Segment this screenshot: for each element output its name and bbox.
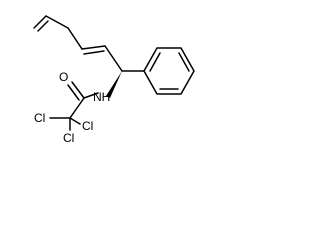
oxygen-label: O bbox=[59, 70, 68, 84]
bond-alkene-double-a bbox=[81, 45, 106, 50]
chlorine-right-label: Cl bbox=[82, 119, 93, 133]
bond-vinyl-double-a bbox=[33, 15, 47, 29]
bond-carbonyl-to-ccl3 bbox=[69, 97, 85, 119]
bond-alkene-double-b bbox=[83, 50, 105, 55]
bond-c-to-cl-right bbox=[69, 117, 81, 125]
bond-carbonyl-double-b bbox=[67, 84, 80, 101]
phenyl-double-2 bbox=[178, 52, 190, 72]
phenyl-ring bbox=[143, 47, 195, 95]
bond-vinyl-to-allyl bbox=[45, 15, 69, 29]
chemical-structure-diagram: O NH Cl Cl Cl bbox=[33, 15, 195, 145]
bond-alkene-to-stereocenter bbox=[104, 45, 123, 72]
bond-vinyl-double-b bbox=[37, 20, 49, 32]
wedge-bond-to-nitrogen bbox=[106, 71, 122, 98]
phenyl-double-1 bbox=[149, 52, 161, 72]
bond-nitrogen-to-carbonyl bbox=[83, 92, 99, 99]
bond-ch2-to-alkene bbox=[67, 27, 83, 50]
chlorine-left-label: Cl bbox=[34, 111, 45, 125]
bond-carbonyl-double-a bbox=[71, 81, 85, 99]
chlorine-bottom-label: Cl bbox=[63, 131, 74, 145]
nitrogen-h-label: NH bbox=[93, 90, 110, 104]
